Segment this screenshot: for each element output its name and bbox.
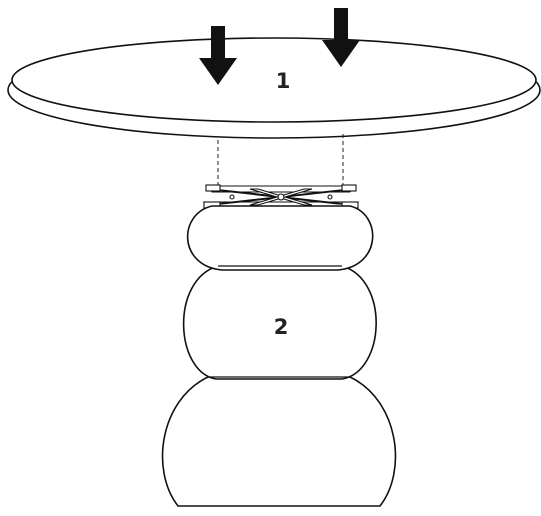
base-middle-bulb [182,265,377,380]
base-top-bulb [186,205,374,271]
label-tabletop: 1 [276,69,291,93]
label-base: 2 [274,315,289,339]
base-bottom-bulb [161,376,397,507]
base-pedestal [161,205,397,507]
tabletop [7,37,541,139]
tabletop-surface [11,37,537,123]
down-arrow-right-icon [322,8,360,67]
mounting-bracket [202,184,360,209]
down-arrow-left-icon [199,26,237,85]
